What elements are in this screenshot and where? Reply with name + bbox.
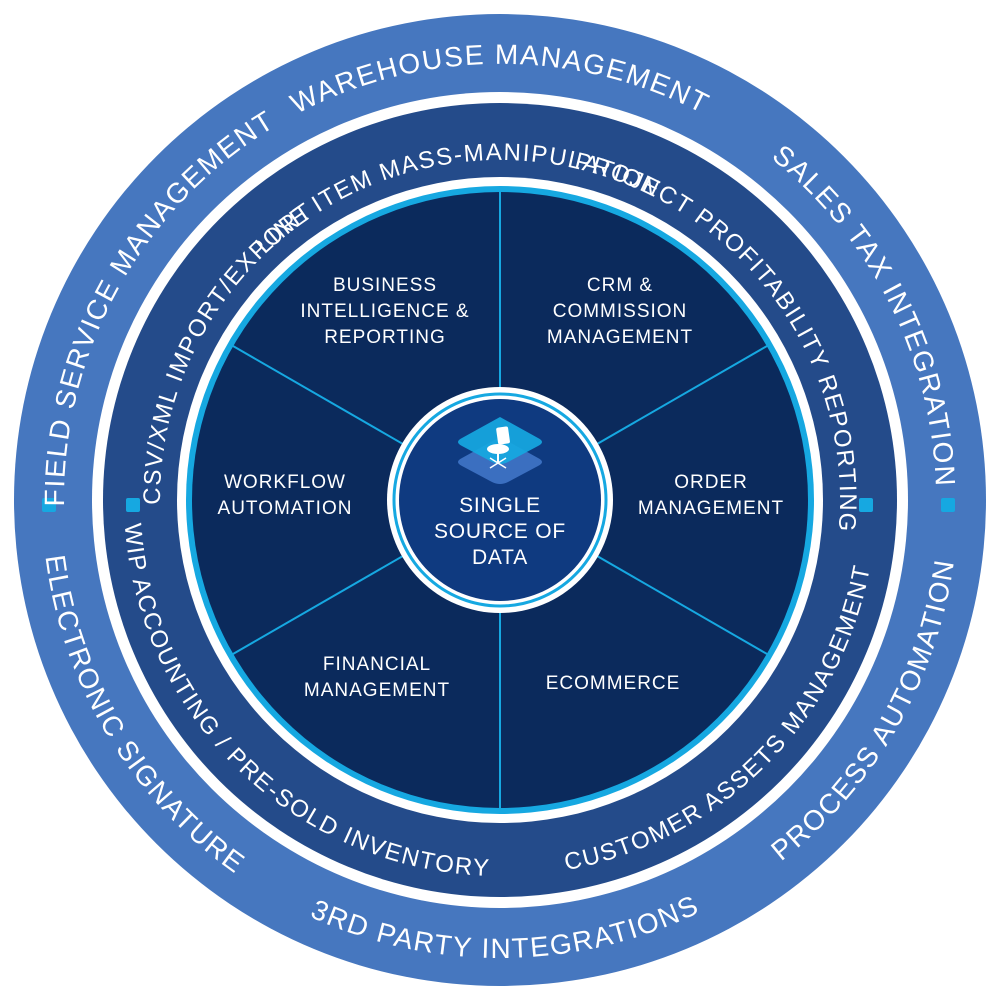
chair-layers-icon: [458, 417, 542, 484]
marker-square-outer-right: [941, 498, 955, 512]
sector-business-intelligence: BUSINESS INTELLIGENCE & REPORTING: [300, 275, 469, 348]
center-label-line: SOURCE OF: [434, 520, 566, 543]
sector-label-line: BUSINESS: [333, 275, 437, 296]
sector-label-line: INTELLIGENCE &: [300, 301, 469, 322]
center-hub-disk: [399, 399, 601, 601]
sector-label-line: CRM &: [587, 275, 653, 296]
sector-label-line: COMMISSION: [553, 301, 688, 322]
sector-label-line: ORDER: [674, 472, 748, 493]
sector-workflow-automation: WORKFLOW AUTOMATION: [218, 472, 353, 519]
sector-label-line: FINANCIAL: [323, 654, 431, 675]
sector-financial-management: FINANCIAL MANAGEMENT: [304, 654, 450, 701]
marker-square-middle-left: [126, 498, 140, 512]
center-hub-accent-ring: [392, 392, 608, 608]
sector-crm: CRM & COMMISSION MANAGEMENT: [547, 275, 693, 348]
marker-square-outer-left: [42, 498, 56, 512]
sector-ecommerce: ECOMMERCE: [546, 673, 681, 694]
sector-label-line: MANAGEMENT: [638, 498, 784, 519]
sector-label-line: MANAGEMENT: [304, 680, 450, 701]
sector-label-line: ECOMMERCE: [546, 673, 681, 694]
sector-label-line: MANAGEMENT: [547, 327, 693, 348]
sector-label-line: REPORTING: [324, 327, 446, 348]
sector-order-management: ORDER MANAGEMENT: [638, 472, 784, 519]
sector-label-line: AUTOMATION: [218, 498, 353, 519]
center-label-line: SINGLE: [459, 494, 541, 517]
marker-square-middle-right: [859, 498, 873, 512]
sector-label-line: WORKFLOW: [224, 472, 346, 493]
center-label-line: DATA: [472, 546, 528, 569]
